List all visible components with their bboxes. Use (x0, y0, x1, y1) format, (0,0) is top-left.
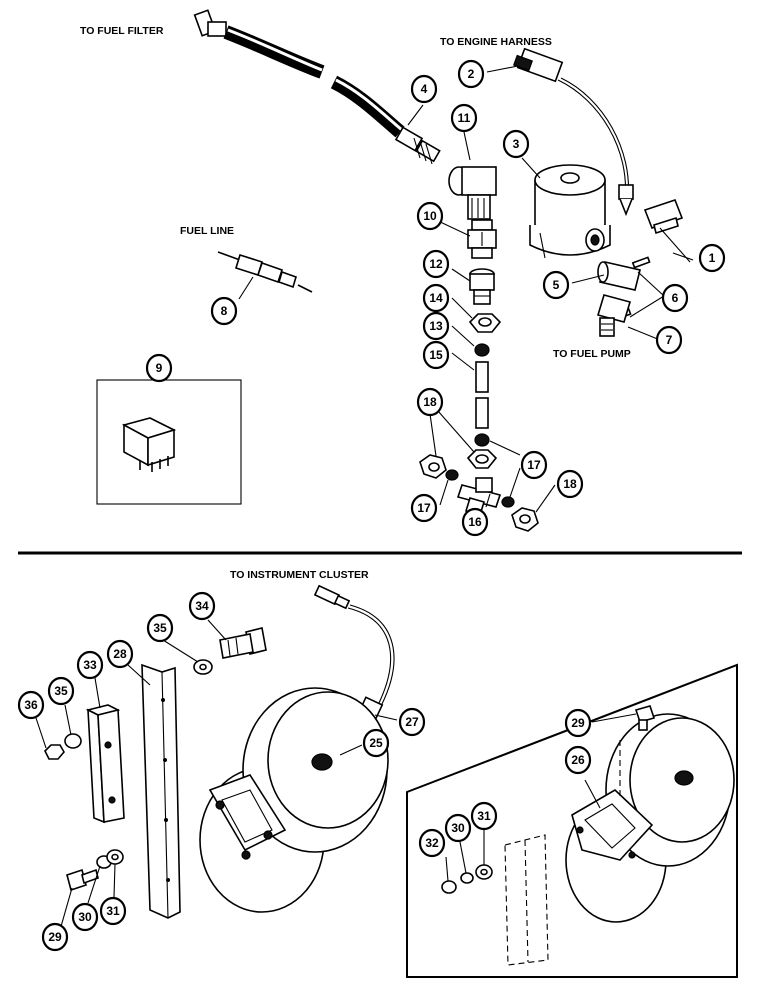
nut-14-hole (478, 317, 492, 327)
label-to-fuel-filter: TO FUEL FILTER (80, 25, 164, 37)
inset-dashed-bracket (504, 834, 549, 966)
callout-1: 1 (709, 251, 716, 265)
callout-10: 10 (423, 209, 437, 223)
leader-lines-bottom (35, 619, 637, 931)
callout-17-left: 17 (417, 501, 431, 515)
fuel-solenoid (529, 164, 611, 259)
callout-34: 34 (195, 599, 209, 613)
callout-13: 13 (429, 319, 443, 333)
callout-30-main: 30 (78, 910, 92, 924)
fuel-line-connector (217, 251, 313, 293)
callout-25: 25 (369, 736, 383, 750)
callout-26: 26 (571, 753, 585, 767)
bolt-34 (219, 627, 267, 659)
fuel-hose (193, 9, 441, 165)
callout-29-main: 29 (48, 930, 62, 944)
nut-36 (44, 744, 65, 760)
inset-bolt-29 (634, 705, 656, 731)
inset-washer-30 (460, 872, 474, 884)
callout-32: 32 (425, 836, 439, 850)
nut-18-upper-hole (475, 454, 489, 464)
callout-12: 12 (429, 257, 443, 271)
angle-bracket-28 (141, 663, 181, 919)
callout-31-main: 31 (106, 904, 120, 918)
fitting-7 (596, 294, 632, 337)
callout-6: 6 (672, 291, 679, 305)
nut-18-left-hole (428, 462, 440, 472)
callout-8: 8 (221, 304, 228, 318)
washer-31-lower-hole (111, 853, 119, 861)
bolt-1 (643, 199, 691, 263)
elbow-fitting (448, 166, 497, 220)
washer-35-left (64, 733, 82, 749)
callout-35-upper: 35 (153, 621, 167, 635)
washer-35-upper-hole (199, 663, 207, 671)
callout-35-left: 35 (54, 684, 68, 698)
spacer-block-33 (85, 704, 125, 824)
inset-frame (406, 663, 738, 978)
callout-7: 7 (666, 333, 673, 347)
callout-36: 36 (24, 698, 38, 712)
inset-washer-31-hole (480, 868, 488, 876)
callout-29-inset: 29 (571, 716, 585, 730)
callout-33: 33 (83, 658, 97, 672)
callout-30-inset: 30 (451, 821, 465, 835)
fitting-10 (467, 219, 497, 259)
label-fuel-line: FUEL LINE (180, 225, 234, 237)
pulley-unit-25 (199, 687, 389, 913)
callout-4: 4 (421, 82, 428, 96)
ferrule-17-upper (474, 433, 490, 447)
callout-31-inset: 31 (477, 809, 491, 823)
inset-nut-32 (441, 880, 457, 894)
callout-27: 27 (405, 715, 419, 729)
callout-circles (17, 59, 726, 952)
callout-15: 15 (429, 348, 443, 362)
harness-connector (513, 47, 634, 217)
callout-9: 9 (156, 361, 163, 375)
callout-5: 5 (553, 278, 560, 292)
label-to-engine-harness: TO ENGINE HARNESS (440, 36, 552, 48)
callout-28: 28 (113, 647, 127, 661)
callout-18-upper: 18 (423, 395, 437, 409)
callout-16: 16 (468, 515, 482, 529)
callout-14: 14 (429, 291, 443, 305)
callout-11: 11 (458, 111, 471, 125)
callout-17-right: 17 (527, 458, 541, 472)
relay-frame (96, 379, 242, 505)
relay (121, 417, 177, 472)
label-to-fuel-pump: TO FUEL PUMP (553, 348, 631, 360)
callout-3: 3 (513, 137, 520, 151)
ferrule-17-left (445, 469, 459, 481)
callout-2: 2 (468, 67, 475, 81)
inset-pulley-unit-26 (565, 713, 735, 923)
bolt-29-lower (66, 868, 99, 892)
ferrule-13 (474, 343, 490, 357)
tube-15 (475, 361, 489, 429)
ferrule-17-right (501, 496, 515, 508)
fitting-12 (469, 268, 495, 305)
label-to-instrument-cluster: TO INSTRUMENT CLUSTER (230, 569, 369, 581)
callout-18-right: 18 (563, 477, 577, 491)
nut-18-right-hole (519, 514, 531, 524)
leader-lines-top (238, 65, 694, 518)
